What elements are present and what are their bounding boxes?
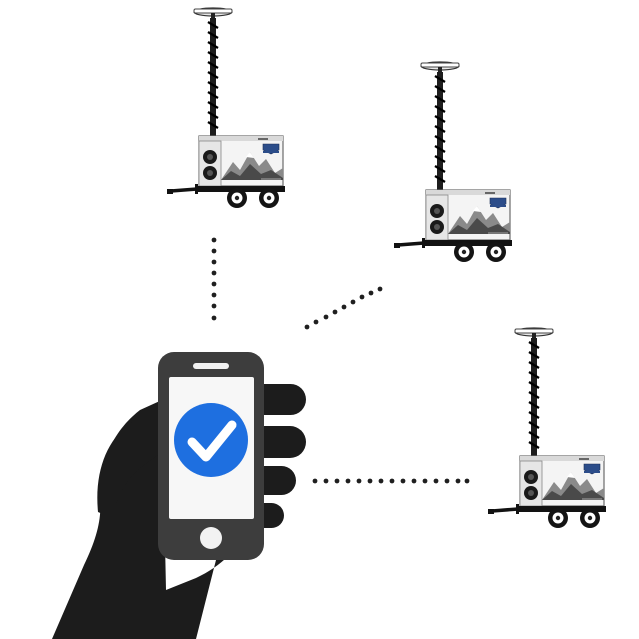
light-tower-right xyxy=(392,60,514,264)
light-tower-top xyxy=(165,6,287,210)
hand-holding-phone-icon xyxy=(52,384,306,639)
phone-home-button xyxy=(200,527,222,549)
connection-dots-vertical xyxy=(211,237,217,321)
connection-dots-diagonal xyxy=(304,286,383,330)
check-circle-icon xyxy=(174,403,248,477)
light-tower-bottom-right xyxy=(486,326,608,530)
connection-dots-horizontal xyxy=(312,478,470,484)
phone-speaker xyxy=(193,363,229,369)
